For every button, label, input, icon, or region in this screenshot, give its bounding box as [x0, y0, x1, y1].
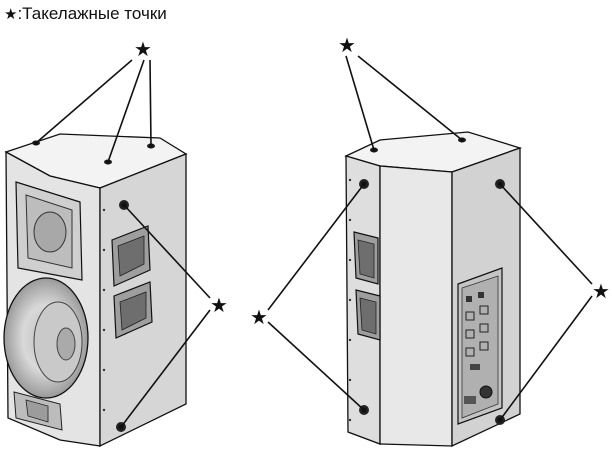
front-speaker	[3, 133, 188, 448]
legend-text: :Такелажные точки	[17, 4, 167, 23]
legend: ★:Такелажные точки	[4, 4, 167, 25]
legend-star-icon: ★	[4, 6, 18, 23]
rigging-star-icon: ★	[250, 305, 268, 329]
rear-speaker	[344, 131, 523, 448]
callout-arrowheads	[33, 137, 503, 430]
front-speaker-woofer	[3, 277, 89, 399]
rigging-star-icon: ★	[592, 279, 610, 303]
rear-speaker-handle-lower	[355, 289, 381, 341]
front-speaker-horn	[15, 181, 83, 281]
rigging-star-icon: ★	[134, 37, 152, 61]
rear-speaker-handle-upper	[353, 231, 379, 285]
rear-speaker-input-panel	[457, 267, 503, 425]
rigging-star-icon: ★	[338, 33, 356, 57]
front-speaker-handle-lower	[113, 281, 153, 339]
rear-speaker-center	[379, 165, 453, 447]
front-speaker-handle-upper	[111, 225, 151, 287]
callout-lines	[35, 55, 593, 428]
rigging-star-icon: ★	[210, 293, 228, 317]
